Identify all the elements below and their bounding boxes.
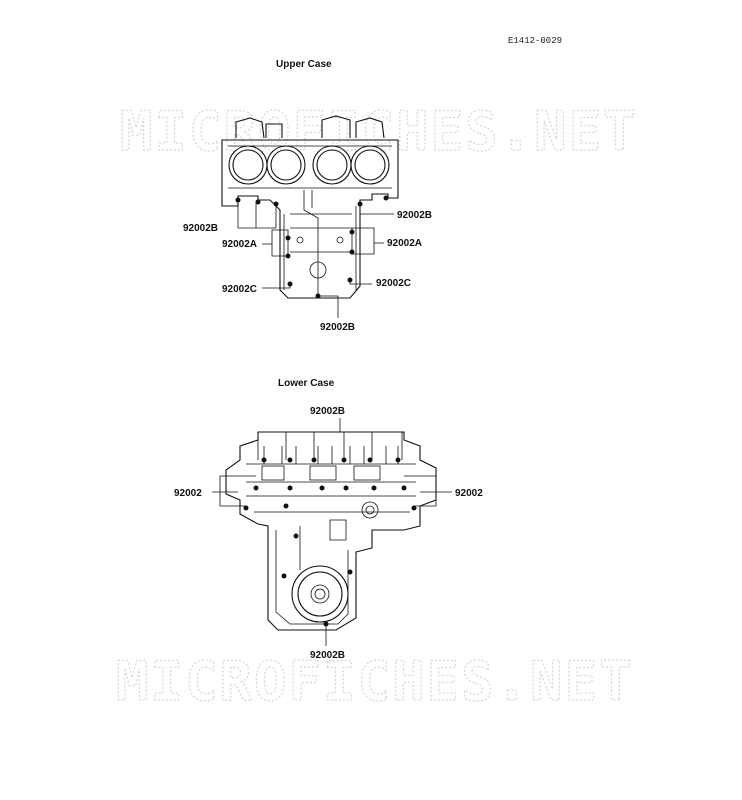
label-92002b-upper-right: 92002B bbox=[397, 210, 432, 221]
label-92002a-upper-right: 92002A bbox=[387, 238, 422, 249]
label-92002c-upper-right: 92002C bbox=[376, 278, 411, 289]
lower-crankcase-drawing bbox=[212, 418, 452, 646]
upper-case-title: Upper Case bbox=[276, 59, 332, 70]
watermark-top: MICROFICHES.NET bbox=[120, 100, 638, 163]
label-92002-lower-left: 92002 bbox=[174, 488, 202, 499]
label-92002b-lower-bottom: 92002B bbox=[310, 650, 345, 661]
label-92002-lower-right: 92002 bbox=[455, 488, 483, 499]
label-92002b-upper-bottom: 92002B bbox=[320, 322, 355, 333]
document-code: E1412-0029 bbox=[508, 36, 562, 46]
upper-crankcase-drawing bbox=[221, 115, 399, 318]
label-92002b-lower-top: 92002B bbox=[310, 406, 345, 417]
lower-case-title: Lower Case bbox=[278, 378, 335, 389]
label-92002a-upper-left: 92002A bbox=[222, 239, 257, 250]
label-92002b-upper-left: 92002B bbox=[183, 223, 218, 234]
label-92002c-upper-left: 92002C bbox=[222, 284, 257, 295]
watermark-bottom: MICROFICHES.NET bbox=[116, 650, 634, 713]
